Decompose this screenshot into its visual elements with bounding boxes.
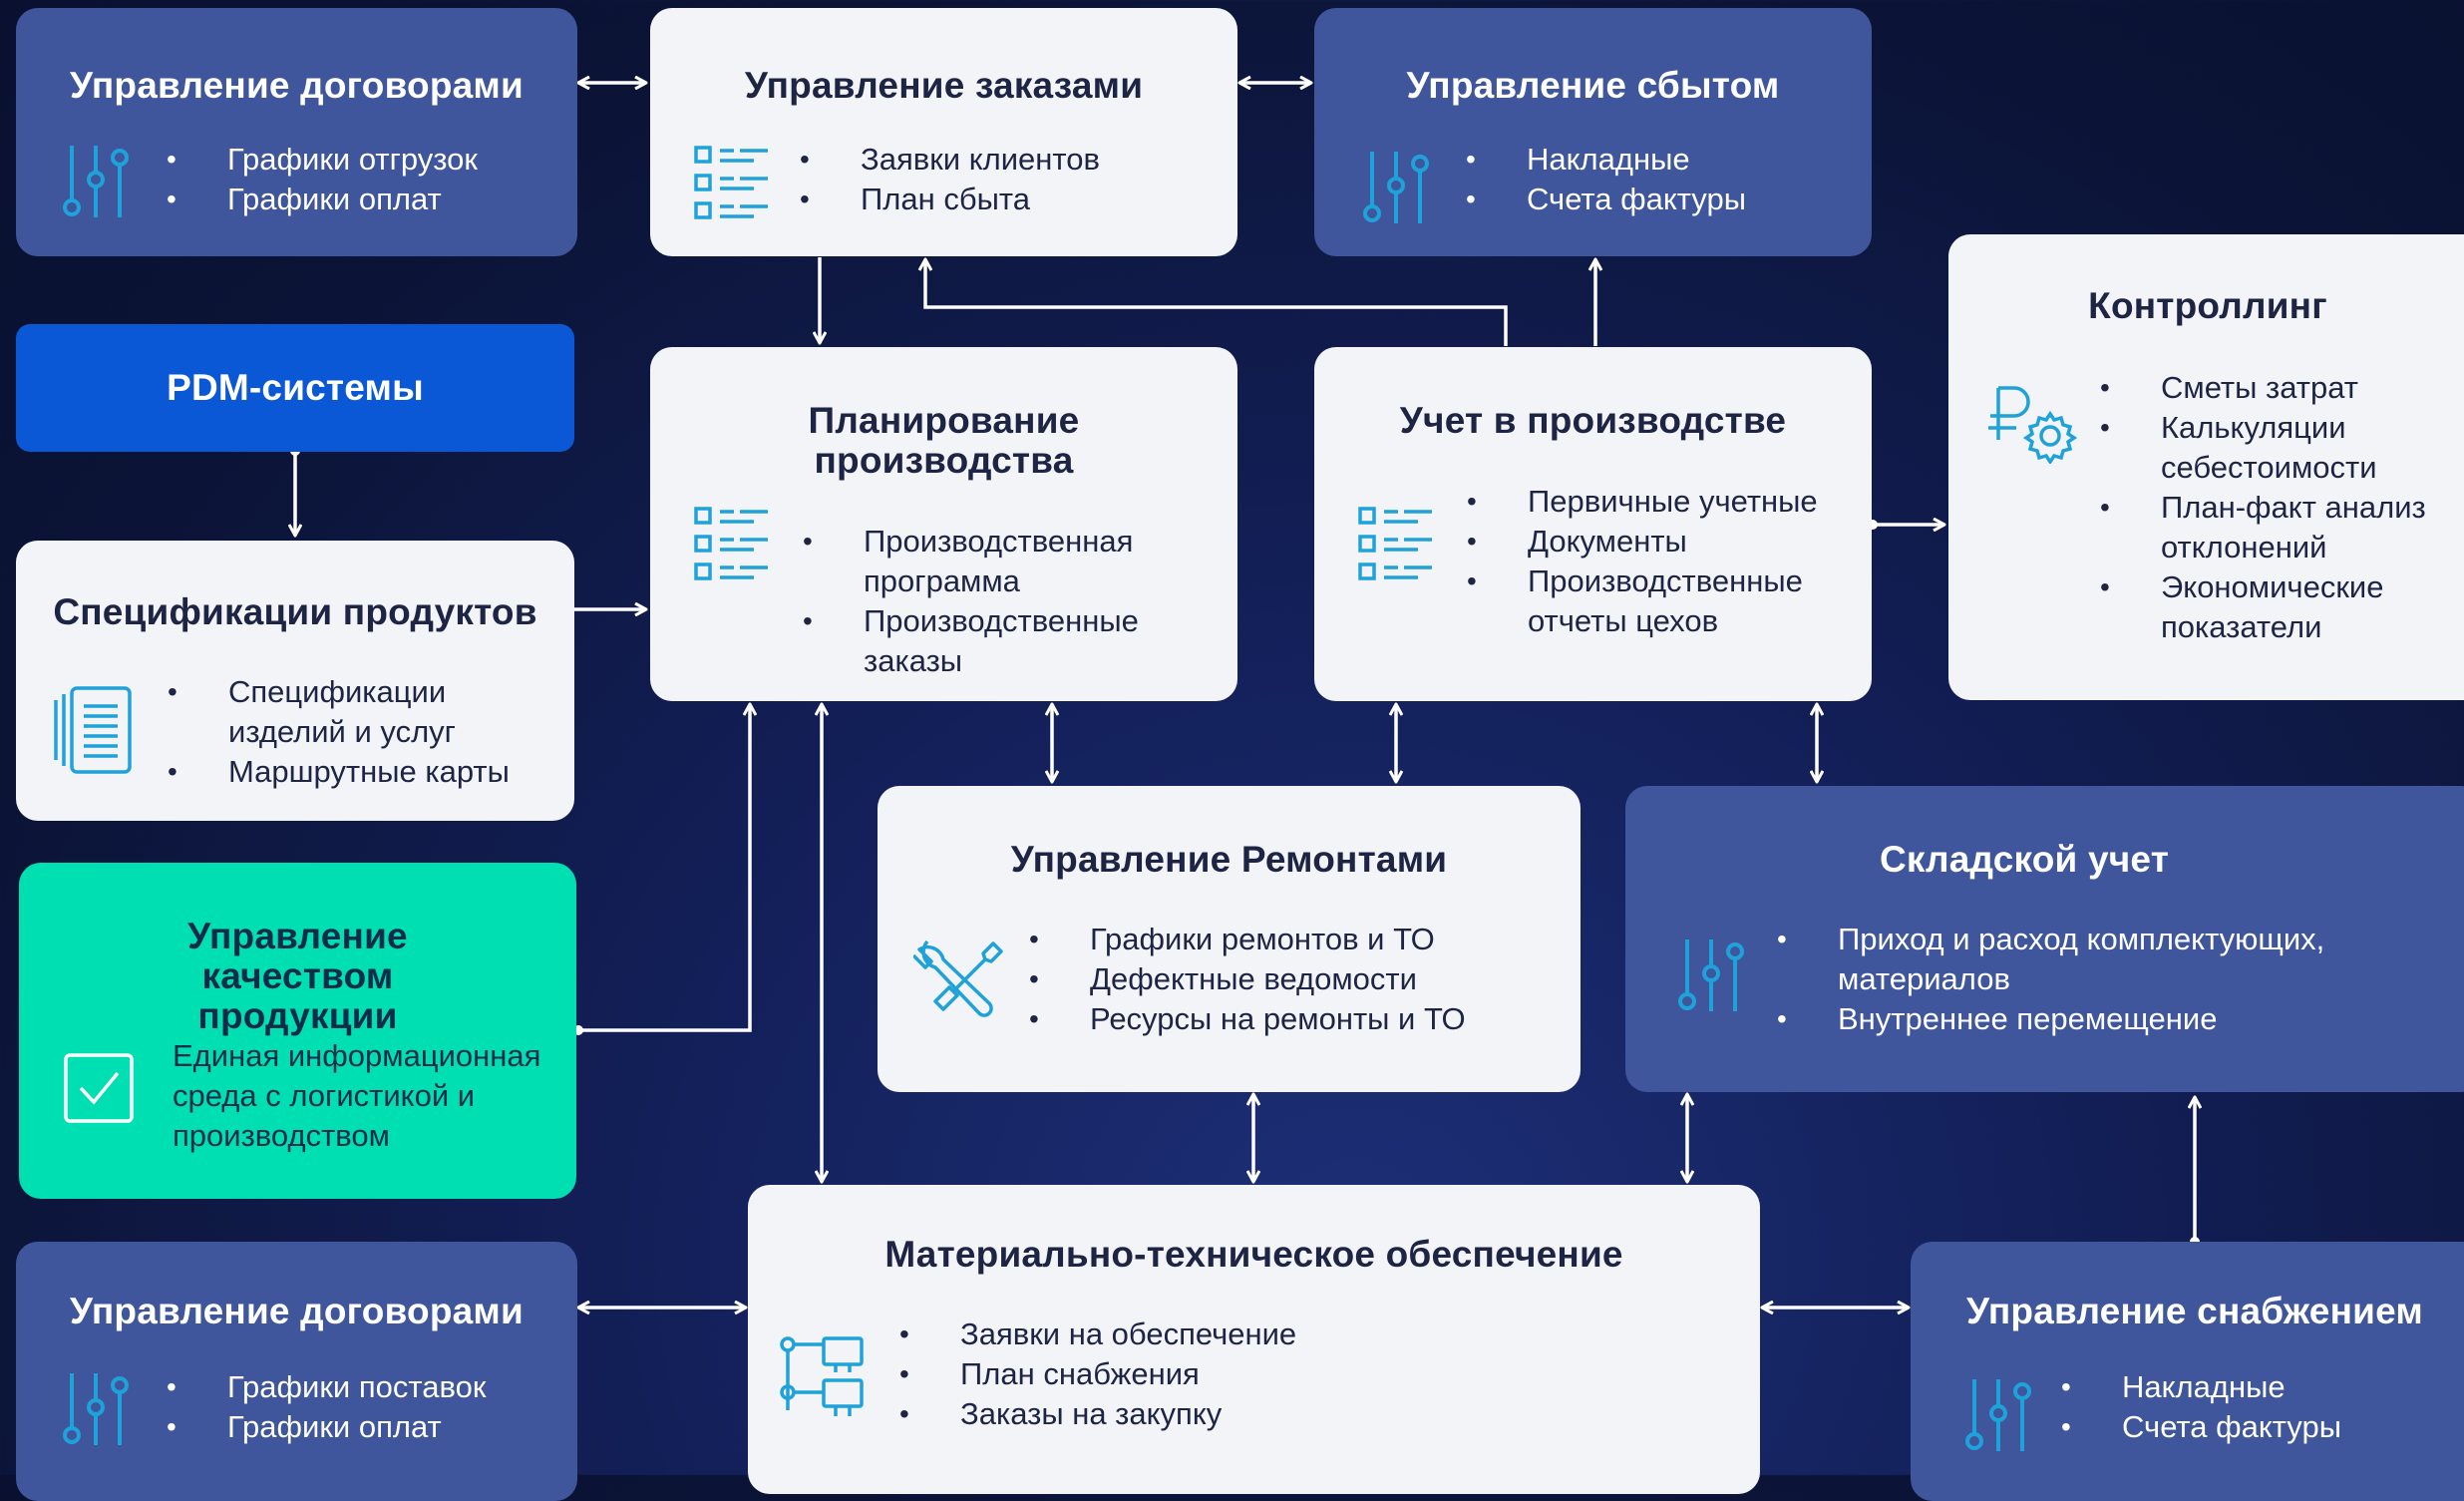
list-item: Накладные <box>1466 140 1746 180</box>
list-item: Приход и расход комплектующих, материало… <box>1777 920 2396 999</box>
box-planning: Планирование производства Производственн… <box>650 347 1237 701</box>
box-title: Управление договорами <box>70 65 524 106</box>
list-item: Калькуляции себестоимости <box>2100 408 2464 488</box>
checklist-icon <box>692 503 772 582</box>
list-item: Сметы затрат <box>2100 368 2464 408</box>
box-quality: Управление качеством продукции Единая ин… <box>19 863 576 1199</box>
box-title: Управление договорами <box>70 1291 524 1331</box>
arrow-quality-planning <box>578 704 750 1032</box>
quality-description: Единая информационная среда с логистикой… <box>173 1038 541 1153</box>
list-item: Графики поставок <box>167 1367 486 1407</box>
list-item: Спецификации изделий и услуг <box>168 672 528 752</box>
item-list: Графики отгрузок Графики оплат <box>167 140 478 219</box>
list-item: Ресурсы на ремонты и ТО <box>1029 999 1466 1039</box>
sliders-icon <box>56 1369 136 1449</box>
box-controlling: Контроллинг Сметы затрат Калькуляции себ… <box>1948 234 2464 700</box>
list-item: Счета фактуры <box>1466 180 1746 219</box>
item-list: Заявки на обеспечение План снабжения Зак… <box>899 1314 1296 1434</box>
list-item: Графики отгрузок <box>167 140 478 180</box>
box-title: Учет в производстве <box>1399 400 1787 441</box>
box-warehouse: Складской учет Приход и расход комплекту… <box>1625 786 2464 1092</box>
list-item: План сбыта <box>800 180 1100 219</box>
box-title: Планирование производства <box>808 400 1080 481</box>
box-repairs: Управление Ремонтами Графики ремонтов и … <box>878 786 1581 1092</box>
box-pdm: PDM-системы <box>16 324 574 452</box>
list-item: Документы <box>1467 522 1847 562</box>
arrow-accounting-orders <box>925 259 1508 346</box>
box-specs: Спецификации продуктов Спецификации изде… <box>16 541 574 821</box>
list-item: Графики оплат <box>167 1407 486 1447</box>
box-title: Управление качеством продукции <box>187 916 408 1036</box>
item-list: Заявки клиентов План сбыта <box>800 140 1100 219</box>
box-title: Складской учет <box>1879 839 2170 880</box>
box-title: Спецификации продуктов <box>53 591 537 632</box>
item-list: Сметы затрат Калькуляции себестоимости П… <box>2100 368 2464 647</box>
list-item: Графики оплат <box>167 180 478 219</box>
list-item: Первичные учетные <box>1467 482 1847 522</box>
list-item: Маршрутные карты <box>168 752 528 792</box>
sliders-icon <box>56 142 136 221</box>
sliders-icon <box>1356 148 1436 227</box>
list-item: Графики ремонтов и ТО <box>1029 920 1466 959</box>
item-list: Приход и расход комплектующих, материало… <box>1777 920 2396 1039</box>
checkbox-icon <box>63 1052 135 1124</box>
list-item: Внутреннее перемещение <box>1777 999 2396 1039</box>
document-icon <box>52 686 136 776</box>
list-item: Дефектные ведомости <box>1029 959 1466 999</box>
ruble-gear-icon <box>1984 384 2084 464</box>
sliders-icon <box>1671 936 1751 1015</box>
box-title: Управление заказами <box>744 65 1144 106</box>
item-list: Накладные Счета фактуры <box>2061 1367 2341 1447</box>
box-title: Управление снабжением <box>1966 1291 2423 1331</box>
box-orders: Управление заказами Заявки клиентов План… <box>650 8 1237 256</box>
item-list: Накладные Счета фактуры <box>1466 140 1746 219</box>
list-item: Производственная программа <box>803 522 1183 601</box>
list-item: Производственные заказы <box>803 601 1183 681</box>
box-title: Контроллинг <box>2088 285 2327 326</box>
box-title: Материально-техническое обеспечение <box>884 1234 1623 1275</box>
box-accounting: Учет в производстве Первичные учетные До… <box>1314 347 1872 701</box>
list-item: Заявки на обеспечение <box>899 1314 1296 1354</box>
checklist-icon <box>692 142 772 221</box>
list-item: План-факт анализ отклонений <box>2100 488 2464 567</box>
box-supply: Управление снабжением Накладные Счета фа… <box>1911 1242 2464 1501</box>
box-contracts-top: Управление договорами Графики отгрузок Г… <box>16 8 577 256</box>
item-list: Производственная программа Производствен… <box>803 522 1183 681</box>
list-item: Производственные отчеты цехов <box>1467 562 1847 641</box>
list-item: План снабжения <box>899 1354 1296 1394</box>
list-item: Накладные <box>2061 1367 2341 1407</box>
list-item: Счета фактуры <box>2061 1407 2341 1447</box>
hierarchy-icon <box>778 1334 868 1424</box>
tools-icon <box>913 936 1009 1025</box>
item-list: Спецификации изделий и услуг Маршрутные … <box>168 672 528 792</box>
item-list: Графики поставок Графики оплат <box>167 1367 486 1447</box>
list-item: Заявки клиентов <box>800 140 1100 180</box>
box-title: Управление сбытом <box>1406 65 1780 106</box>
sliders-icon <box>1958 1375 2038 1455</box>
box-title: Управление Ремонтами <box>1010 839 1448 880</box>
checklist-icon <box>1356 503 1436 582</box>
box-sales: Управление сбытом Накладные Счета фактур… <box>1314 8 1872 256</box>
list-item: Заказы на закупку <box>899 1394 1296 1434</box>
item-list: Первичные учетные Документы Производстве… <box>1467 482 1847 641</box>
box-contracts-bottom: Управление договорами Графики поставок Г… <box>16 1242 577 1501</box>
box-mto: Материально-техническое обеспечение Заяв… <box>748 1185 1760 1494</box>
item-list: Графики ремонтов и ТО Дефектные ведомост… <box>1029 920 1466 1039</box>
box-title: PDM-системы <box>167 367 424 408</box>
list-item: Экономические показатели <box>2100 567 2464 647</box>
